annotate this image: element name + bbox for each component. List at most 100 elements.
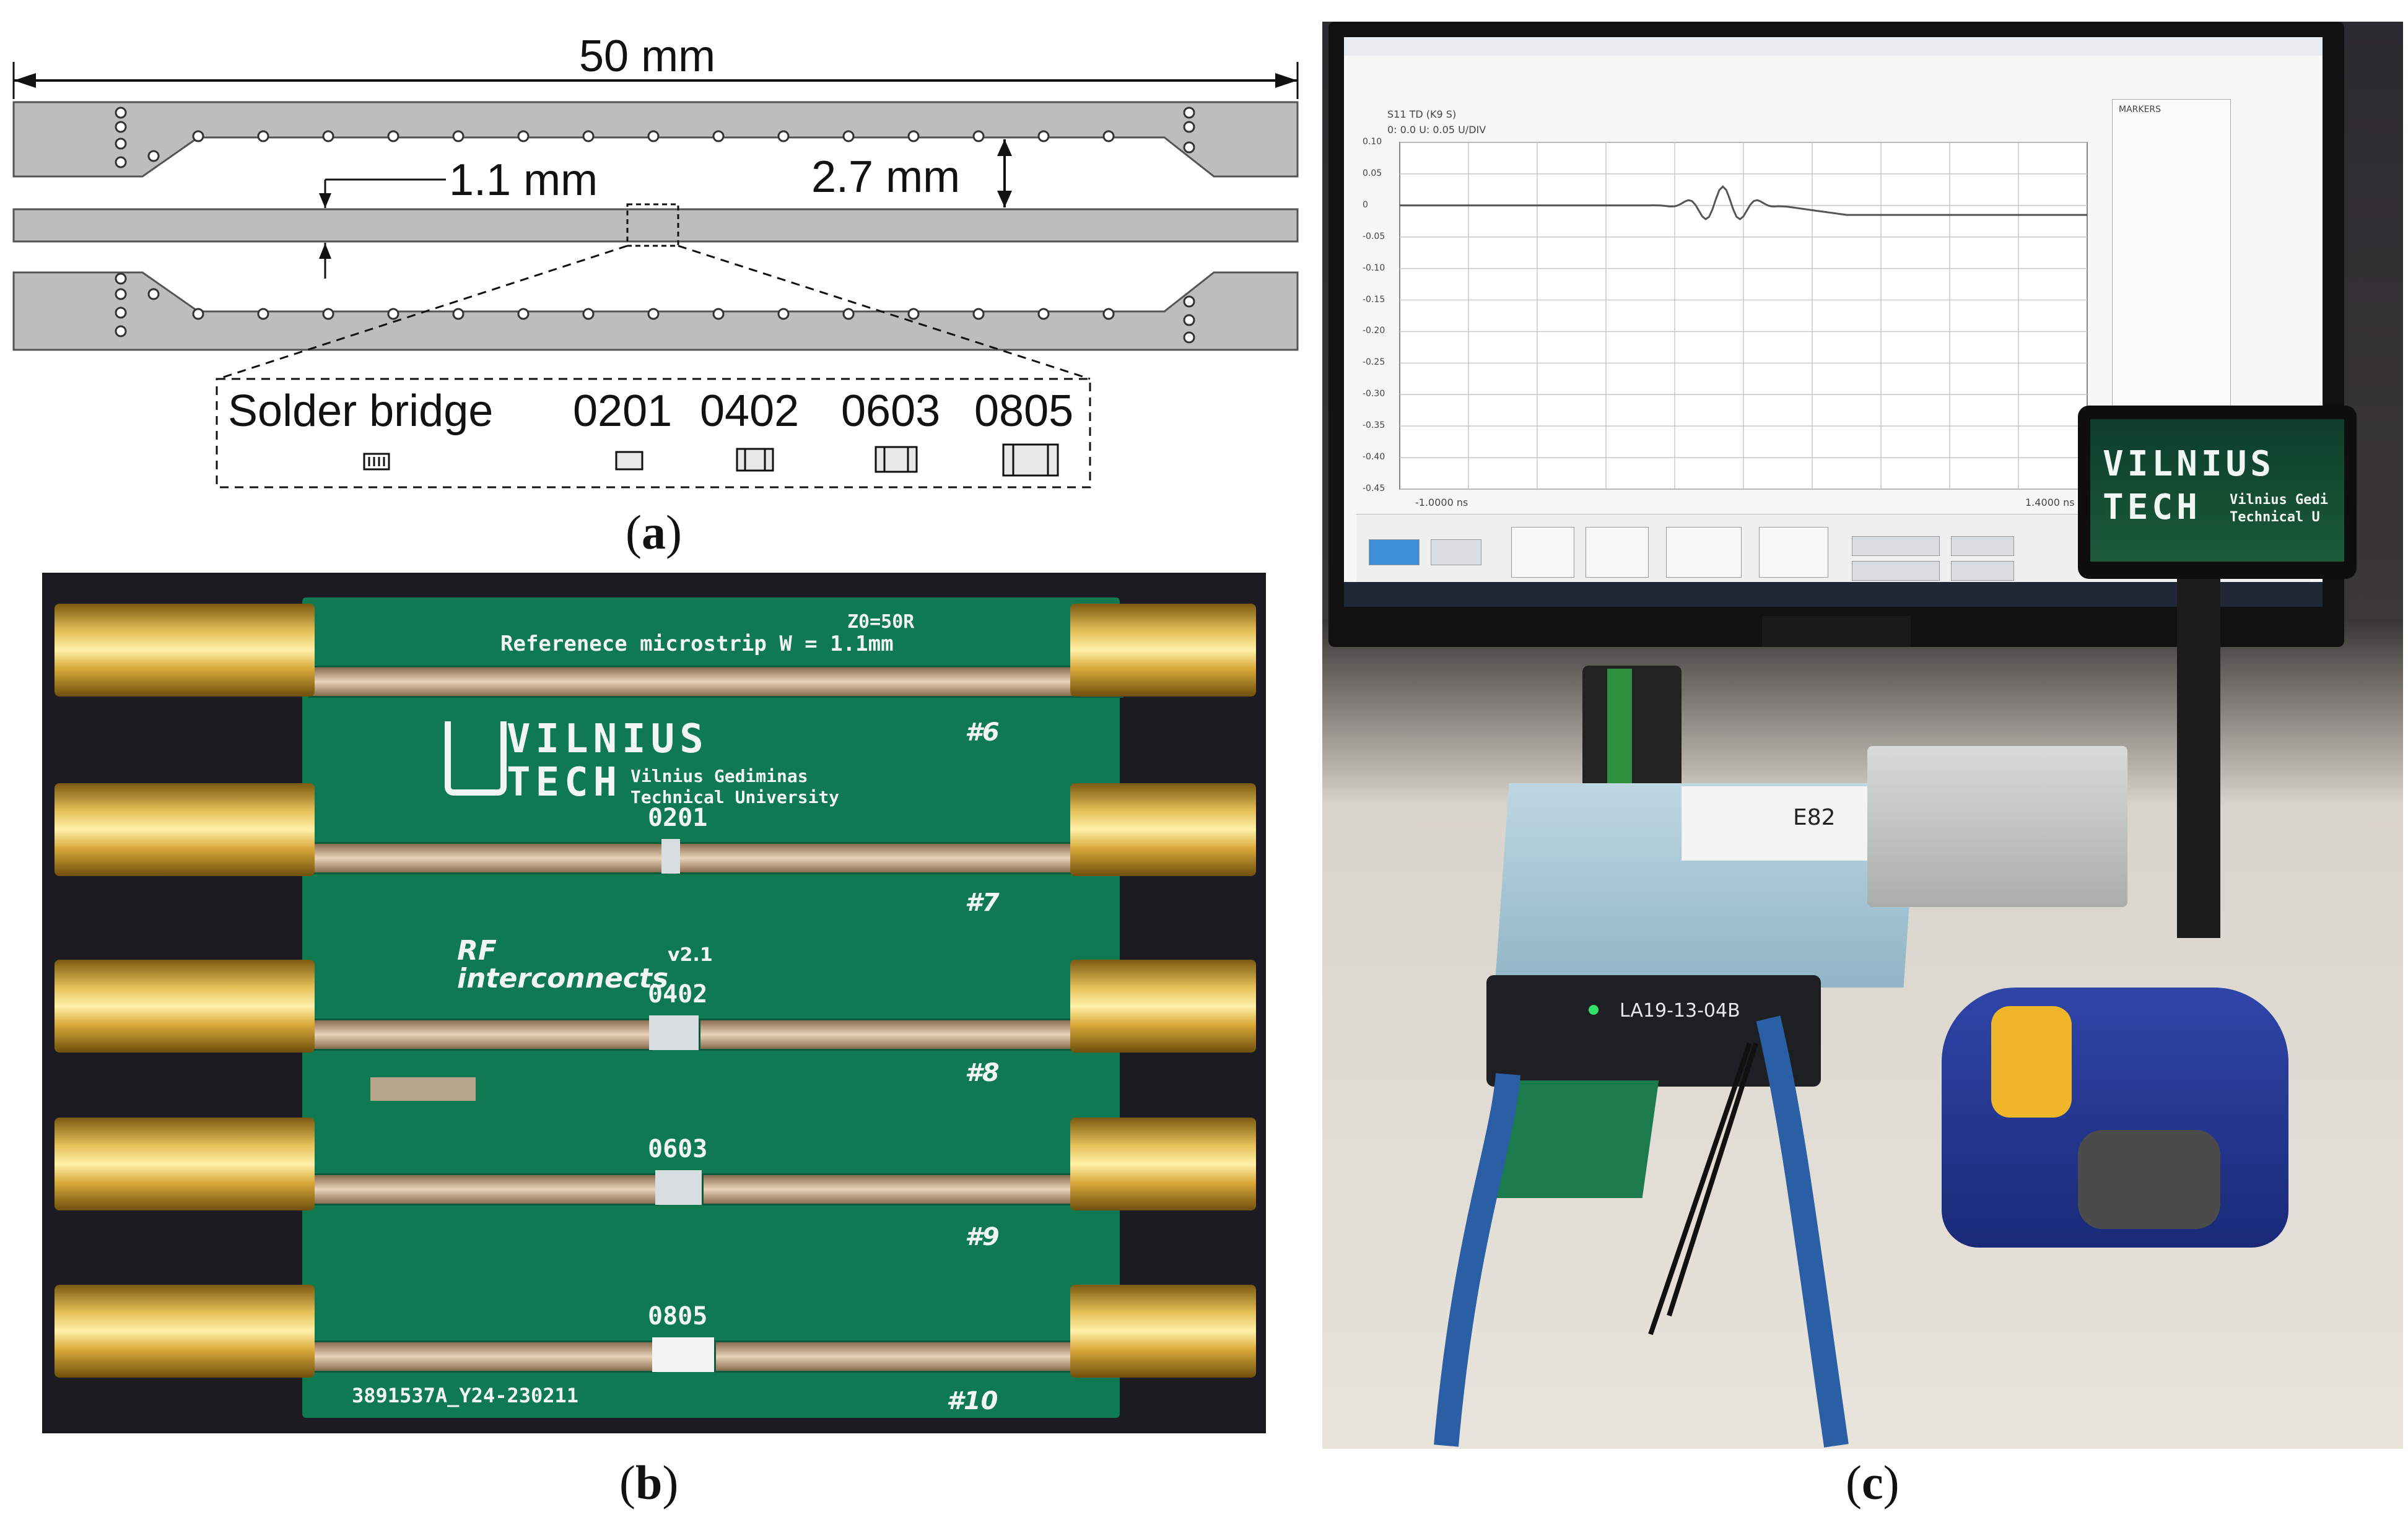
zoom-detail-box bbox=[216, 378, 1091, 489]
lower-vias bbox=[115, 272, 1195, 344]
label-solder-bridge: Solder bridge bbox=[228, 386, 494, 436]
caption-b: (b) bbox=[619, 1456, 679, 1509]
pcb-board: Referenece microstrip W = 1.1mm Z0=50R V… bbox=[302, 597, 1123, 1418]
y-tick-label: -0.40 bbox=[1363, 452, 1385, 463]
y-tick-label: -0.30 bbox=[1363, 389, 1385, 399]
stop-button[interactable] bbox=[1431, 539, 1481, 565]
lower-ground-plane bbox=[12, 271, 1299, 351]
measure-button[interactable] bbox=[1369, 539, 1420, 565]
logo-line1: VILNIUS bbox=[507, 716, 709, 762]
sma-connector-left-2 bbox=[55, 783, 315, 876]
label-0805: 0805 bbox=[974, 386, 1074, 436]
component-0201 bbox=[661, 839, 680, 874]
averaging-group[interactable] bbox=[1511, 527, 1574, 578]
zoom-line-left bbox=[217, 245, 628, 380]
action-button-3[interactable] bbox=[1951, 536, 2014, 556]
logo-line2: TECH bbox=[507, 760, 622, 806]
y-tick-label: -0.15 bbox=[1363, 294, 1385, 305]
panel-a-diagram bbox=[12, 62, 1299, 489]
microstrip-line bbox=[12, 208, 1299, 243]
mini-logo-sub1: Vilnius Gedi bbox=[2230, 492, 2328, 508]
gating-group[interactable] bbox=[1759, 527, 1828, 578]
part-label-0402: 0402 bbox=[648, 980, 708, 1009]
width-arrowhead-top bbox=[319, 193, 331, 208]
sma-connector-right-5 bbox=[1070, 1285, 1256, 1378]
y-tick-label: -0.20 bbox=[1363, 326, 1385, 336]
width-arrowhead-bottom bbox=[319, 243, 331, 259]
sma-connector-right-1 bbox=[1070, 604, 1256, 697]
test-pad bbox=[370, 1077, 476, 1101]
windows-taskbar bbox=[1344, 582, 2323, 607]
trace-0402-right bbox=[699, 1018, 1123, 1051]
sma-connector-right-3 bbox=[1070, 960, 1256, 1053]
bag-label: E82 bbox=[1682, 786, 1880, 861]
caption-c: (c) bbox=[1846, 1456, 1900, 1509]
trace-label: S11 TD (K9 S) bbox=[1387, 108, 1457, 120]
window-title-bar bbox=[1344, 37, 2323, 56]
label-0402: 0402 bbox=[700, 386, 800, 436]
display-group[interactable] bbox=[1666, 527, 1742, 578]
sma-connector-left-3 bbox=[55, 960, 315, 1053]
s11-trace bbox=[1400, 185, 2087, 220]
bag-label-text: E82 bbox=[1793, 805, 1836, 830]
trace-0402-left bbox=[302, 1018, 653, 1051]
part-label-0201: 0201 bbox=[648, 804, 708, 832]
usb-instrument-box bbox=[1867, 746, 2127, 907]
trace-reference bbox=[308, 666, 1123, 698]
caption-a: (a) bbox=[626, 505, 682, 559]
action-button-4[interactable] bbox=[1951, 561, 2014, 581]
markers-title: MARKERS bbox=[2119, 105, 2162, 115]
tweezers-2 bbox=[1667, 1042, 1758, 1317]
trace-0805-left bbox=[302, 1340, 656, 1373]
zoom-line-right bbox=[678, 245, 1091, 380]
soldering-iron-grip bbox=[1991, 1006, 2072, 1118]
upper-ground-plane bbox=[12, 101, 1299, 178]
cleaning-sponge bbox=[2078, 1130, 2220, 1229]
smoothing-group[interactable] bbox=[1586, 527, 1649, 578]
plot-grid bbox=[1400, 142, 2087, 490]
length-dimension-label: 50 mm bbox=[579, 32, 716, 81]
microscope-column bbox=[2177, 579, 2220, 938]
sma-connector-right-2 bbox=[1070, 783, 1256, 876]
microscope-display-screen: VILNIUS TECH Vilnius Gedi Technical U bbox=[2090, 419, 2344, 562]
y-tick-label: -0.10 bbox=[1363, 263, 1385, 273]
cable-port1 bbox=[1434, 1073, 1520, 1447]
x-end-label: 1.4000 ns bbox=[2025, 497, 2075, 508]
scale-label: 0: 0.0 U: 0.05 U/DIV bbox=[1387, 124, 1486, 136]
mini-logo-sub2: Technical U bbox=[2230, 510, 2320, 525]
y-tick-label: -0.35 bbox=[1363, 420, 1385, 431]
line-number-7: #7 bbox=[965, 888, 1000, 917]
microscope-display: VILNIUS TECH Vilnius Gedi Technical U bbox=[2078, 406, 2357, 579]
trace-0805-right bbox=[714, 1340, 1123, 1373]
interconnects-label: interconnects bbox=[457, 963, 669, 994]
line-number-9: #9 bbox=[965, 1223, 1000, 1251]
trace-0201-right bbox=[677, 842, 1123, 874]
arrowhead-right bbox=[1275, 73, 1298, 88]
y-tick-label: -0.05 bbox=[1363, 231, 1385, 241]
trace-0603-left bbox=[302, 1173, 659, 1205]
trace-0603-right bbox=[702, 1173, 1123, 1205]
university-line1: Vilnius Gediminas bbox=[630, 766, 808, 786]
sma-connector-left-1 bbox=[55, 604, 315, 697]
arrowhead-left bbox=[14, 73, 36, 88]
action-button-2[interactable] bbox=[1852, 561, 1940, 581]
tweezers-1 bbox=[1648, 1042, 1752, 1335]
component-0805 bbox=[652, 1337, 714, 1372]
gap-arrowhead-top bbox=[997, 139, 1012, 156]
pcb-top-label: Referenece microstrip W = 1.1mm bbox=[500, 632, 894, 656]
action-button-1[interactable] bbox=[1852, 536, 1940, 556]
gap-arrowhead-bottom bbox=[997, 191, 1012, 207]
mini-logo-line2: TECH bbox=[2103, 487, 2201, 528]
vna-model-label: LA19-13-04B bbox=[1620, 1000, 1740, 1022]
gap-dimension-label: 2.7 mm bbox=[811, 152, 961, 202]
component-footprints bbox=[363, 443, 1059, 477]
mini-logo-line1: VILNIUS bbox=[2103, 444, 2275, 484]
solder-reel bbox=[1582, 666, 1682, 789]
part-label-0603: 0603 bbox=[648, 1135, 708, 1163]
time-domain-plot bbox=[1399, 142, 2088, 490]
label-0603: 0603 bbox=[841, 386, 941, 436]
cable-port2 bbox=[1756, 1015, 1849, 1448]
width-dimension-label: 1.1 mm bbox=[449, 155, 598, 205]
